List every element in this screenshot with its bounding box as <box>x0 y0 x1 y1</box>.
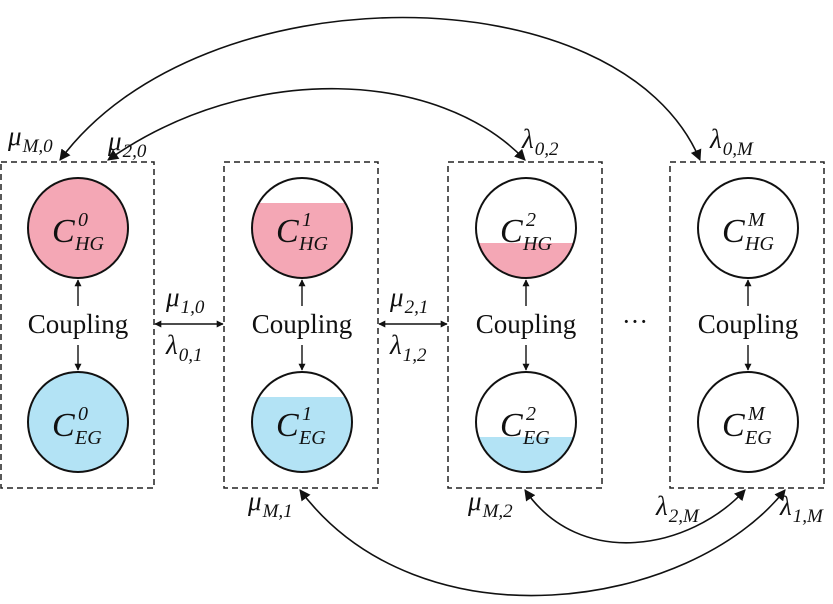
eg-node-M-subscript: EG <box>744 427 772 449</box>
hg-node-1-outline <box>251 177 353 279</box>
eg-node-0-label: C <box>52 407 75 444</box>
rate-label-mu-10: μ1,0 <box>165 282 205 318</box>
hg-node-0-fill <box>28 178 128 278</box>
hg-node-2-label: C <box>500 213 523 250</box>
hg-node-2-outline <box>475 177 577 279</box>
arc-state2-stateM <box>524 489 746 544</box>
rate-label-mu-M2: μM,2 <box>467 486 513 522</box>
eg-node-0-fill <box>28 372 128 472</box>
arc-state0-state2 <box>107 87 526 161</box>
rate-label-lam-2M: λ2,M <box>655 491 700 527</box>
coupling-label-0: Coupling <box>28 309 129 339</box>
eg-node-2-label: C <box>500 407 523 444</box>
eg-node-2-outline <box>475 371 577 473</box>
coupling-label-1: Coupling <box>252 309 353 339</box>
rate-label-lam-0M: λ0,M <box>709 124 754 160</box>
rate-label-lam-1M: λ1,M <box>779 491 824 527</box>
rate-label-mu-20: μ2,0 <box>107 126 147 162</box>
hg-node-M-superscript: M <box>747 209 766 231</box>
rate-label-lam-02: λ0,2 <box>521 124 559 160</box>
eg-node-M-superscript: M <box>747 403 766 425</box>
eg-node-2-superscript: 2 <box>526 403 536 425</box>
eg-node-2-subscript: EG <box>522 427 550 449</box>
hg-node-0-outline <box>27 177 129 279</box>
rate-label-lam-01: λ0,1 <box>165 330 202 366</box>
hg-node-M-label: C <box>722 213 745 250</box>
coupling-label-2: Coupling <box>476 309 577 339</box>
rate-label-mu-M0: μM,0 <box>7 121 53 157</box>
hg-node-0-label: C <box>52 213 75 250</box>
eg-node-1-outline <box>251 371 353 473</box>
eg-node-1-superscript: 1 <box>302 403 312 425</box>
eg-node-M-outline <box>697 371 799 473</box>
hg-node-M-subscript: HG <box>744 233 774 255</box>
rate-label-mu-M1: μM,1 <box>247 486 293 522</box>
hg-node-M-outline <box>697 177 799 279</box>
arc-state0-stateM <box>59 16 702 162</box>
eg-node-1-subscript: EG <box>298 427 326 449</box>
rate-label-lam-12: λ1,2 <box>389 330 427 366</box>
hg-node-0-superscript: 0 <box>78 209 88 231</box>
eg-node-0-superscript: 0 <box>78 403 88 425</box>
eg-node-0-outline <box>27 371 129 473</box>
hg-node-1-label: C <box>276 213 299 250</box>
coupling-label-M: Coupling <box>698 309 799 339</box>
rate-label-mu-21: μ2,1 <box>389 282 428 318</box>
eg-node-1-label: C <box>276 407 299 444</box>
hg-node-0-subscript: HG <box>74 233 104 255</box>
ellipsis-text: ··· <box>622 307 648 336</box>
eg-node-0-subscript: EG <box>74 427 102 449</box>
hg-node-1-subscript: HG <box>298 233 328 255</box>
state-box-0 <box>0 161 155 489</box>
arc-state1-stateM <box>299 489 786 597</box>
eg-node-M-label: C <box>722 407 745 444</box>
hg-node-2-subscript: HG <box>522 233 552 255</box>
hg-node-2-superscript: 2 <box>526 209 536 231</box>
hg-node-1-superscript: 1 <box>302 209 312 231</box>
